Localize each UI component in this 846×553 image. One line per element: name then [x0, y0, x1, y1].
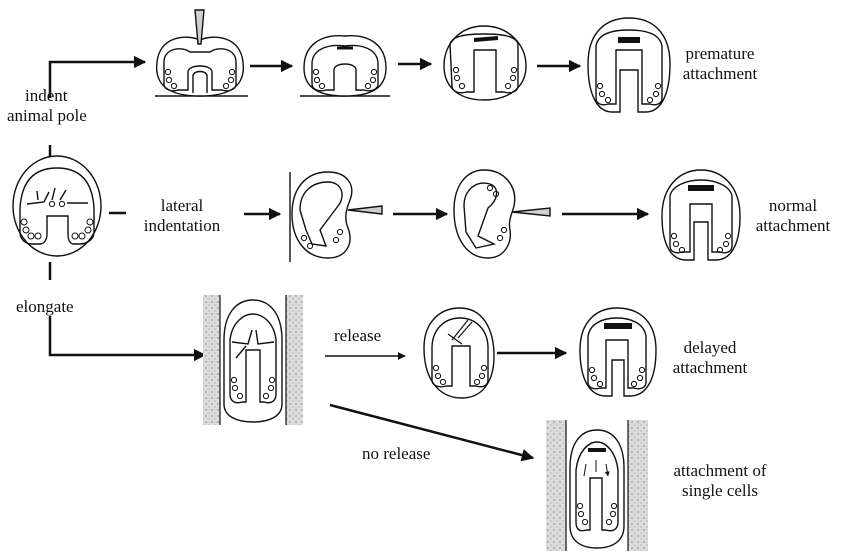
label-single-line1: attachment of [660, 461, 780, 480]
embryo-lateral-1 [290, 172, 382, 262]
embryo-indent-1 [155, 10, 248, 96]
embryo-indent-2 [300, 36, 390, 96]
label-single-line2: single cells [660, 481, 780, 500]
embryo-elongated-in-tube [224, 300, 282, 422]
label-normal-line1: normal [745, 196, 841, 215]
label-elongate: elongate [16, 297, 74, 316]
label-premature-line1: premature [672, 44, 768, 63]
embryo-premature [588, 18, 670, 112]
label-delayed-line1: delayed [662, 338, 758, 357]
label-indent-line1: indent [25, 86, 68, 105]
arrow-no-release [330, 405, 533, 458]
embryo-lateral-2 [454, 170, 550, 258]
embryo-delayed [580, 308, 656, 396]
label-lateral-line2: indentation [130, 216, 234, 235]
label-lateral-line1: lateral [130, 196, 234, 215]
label-premature-line2: attachment [672, 64, 768, 83]
label-delayed-line2: attachment [662, 358, 758, 377]
label-release: release [334, 326, 381, 345]
label-indent-line2: animal pole [7, 106, 87, 125]
label-normal-line2: attachment [745, 216, 841, 235]
embryo-single-cells-in-tube [570, 430, 624, 548]
embryo-indent-3 [444, 26, 526, 100]
embryo-normal [662, 170, 740, 260]
embryo-start [13, 156, 101, 256]
embryo-released [424, 308, 494, 398]
label-no-release: no release [362, 444, 430, 463]
flow-arrows [50, 62, 648, 458]
arrow-to-elongate [50, 316, 205, 355]
